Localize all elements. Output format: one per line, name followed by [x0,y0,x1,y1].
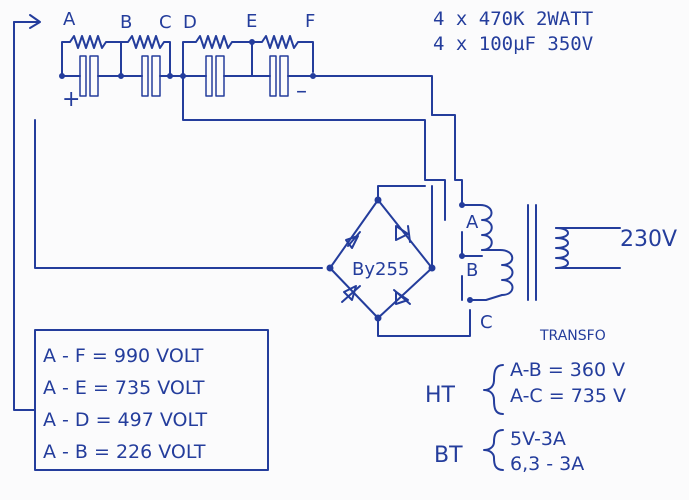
resistor-spec: 4 x 470K 2WATT [433,8,593,30]
voltage-row-2: A - E = 735 VOLT [43,377,205,399]
transfo-title: TRANSFO [539,328,606,344]
plus-sign: + [62,87,80,112]
transformer [459,202,621,303]
mains-voltage-label: 230V [620,227,677,252]
ht-label: HT [425,383,456,408]
bt-label: BT [434,443,463,468]
bridge-label: By255 [352,259,409,280]
bridge-rectifier [326,196,436,322]
node-d-label: D [183,12,197,33]
bt-brace [483,429,504,471]
capacitor-spec: 4 x 100µF 350V [433,33,593,55]
node-c-label: C [159,12,172,33]
ht-line-1: A-B = 360 V [510,359,625,381]
voltage-row-4: A - B = 226 VOLT [43,441,206,463]
minus-sign: – [296,79,307,104]
voltage-table-box [34,329,269,471]
bt-line-2: 6,3 - 3A [510,453,584,475]
ht-line-2: A-C = 735 V [510,385,626,407]
voltage-row-1: A - F = 990 VOLT [43,345,204,367]
tap-b-label: B [466,260,478,281]
ht-brace [483,364,504,415]
tap-c-label: C [480,312,493,333]
feed-wires [34,75,471,337]
left-output-rail [13,21,36,411]
node-f-label: F [305,11,315,32]
bt-line-1: 5V-3A [510,428,566,450]
tap-a-label: A [466,212,479,233]
resistor-chain [61,35,314,73]
voltage-row-3: A - D = 497 VOLT [43,409,207,431]
capacitor-chain [59,39,433,116]
output-arrow [13,14,41,29]
node-e-label: E [246,11,257,32]
node-a-label: A [63,9,76,30]
node-b-label: B [120,12,132,33]
